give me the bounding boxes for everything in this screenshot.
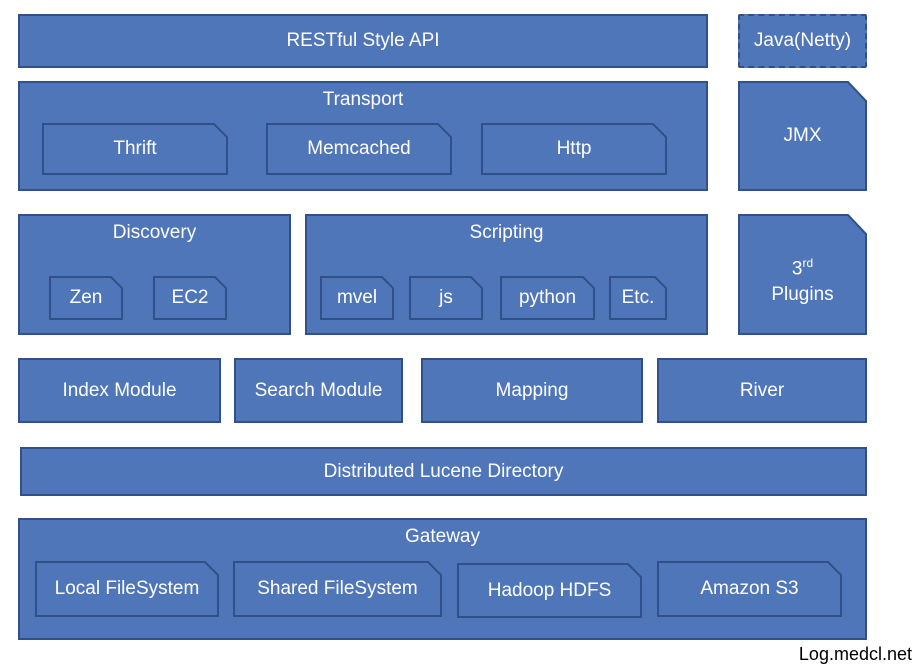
plugins-label: Plugins xyxy=(771,284,834,305)
restful-api-box: RESTful Style API xyxy=(18,14,708,68)
footer-credit: Log.medcl.net xyxy=(798,644,912,664)
transport-label: Transport xyxy=(322,89,404,110)
scripting-item-label: js xyxy=(439,287,453,308)
lucene-directory-label: Distributed Lucene Directory xyxy=(323,460,564,482)
restful-api-label: RESTful Style API xyxy=(286,30,440,51)
mapping-box: Mapping xyxy=(421,358,643,423)
mapping-label: Mapping xyxy=(495,379,569,401)
river-label: River xyxy=(739,379,785,401)
lucene-directory-box: Distributed Lucene Directory xyxy=(20,447,867,496)
java-netty-label: Java(Netty) xyxy=(753,30,852,51)
scripting-item-etc: Etc. xyxy=(609,276,667,320)
gateway-item-amazon-s3: Amazon S3 xyxy=(657,561,842,617)
plugins-box: 3rd Plugins xyxy=(738,214,867,335)
gateway-item-label: Amazon S3 xyxy=(700,578,799,599)
gateway-item-label: Hadoop HDFS xyxy=(487,579,612,601)
transport-item-http: Http xyxy=(481,123,667,175)
scripting-item-mvel: mvel xyxy=(320,276,394,320)
search-module-label: Search Module xyxy=(254,379,383,401)
jmx-box: JMX xyxy=(738,81,867,191)
scripting-item-label: python xyxy=(518,287,577,308)
transport-item-thrift: Thrift xyxy=(42,123,228,175)
plugins-ordinal: 3rd xyxy=(738,252,867,280)
plugins-ordinal-suffix: rd xyxy=(802,256,814,270)
index-module-box: Index Module xyxy=(18,358,221,423)
gateway-item-label: Local FileSystem xyxy=(54,578,200,599)
transport-item-memcached: Memcached xyxy=(266,123,452,175)
java-netty-box: Java(Netty) xyxy=(738,14,867,68)
transport-item-label: Memcached xyxy=(307,138,411,159)
river-box: River xyxy=(657,358,867,423)
scripting-item-label: mvel xyxy=(336,287,378,308)
scripting-item-js: js xyxy=(409,276,483,320)
gateway-item-shared-fs: Shared FileSystem xyxy=(233,561,442,617)
scripting-label: Scripting xyxy=(469,222,544,243)
search-module-box: Search Module xyxy=(234,358,403,423)
transport-item-label: Thrift xyxy=(113,138,157,159)
scripting-item-label: Etc. xyxy=(621,287,655,308)
plugins-ordinal-number: 3 xyxy=(791,258,803,280)
scripting-item-python: python xyxy=(500,276,595,320)
gateway-item-label: Shared FileSystem xyxy=(257,578,418,599)
jmx-label: JMX xyxy=(783,125,822,146)
discovery-item-zen: Zen xyxy=(49,276,123,320)
gateway-label: Gateway xyxy=(405,526,480,547)
index-module-label: Index Module xyxy=(62,379,177,401)
discovery-item-label: Zen xyxy=(69,287,103,308)
transport-item-label: Http xyxy=(556,138,592,159)
gateway-item-local-fs: Local FileSystem xyxy=(35,561,219,617)
gateway-item-hadoop-hdfs: Hadoop HDFS xyxy=(457,563,642,618)
discovery-item-label: EC2 xyxy=(171,287,209,308)
discovery-label: Discovery xyxy=(112,222,197,243)
discovery-item-ec2: EC2 xyxy=(153,276,227,320)
